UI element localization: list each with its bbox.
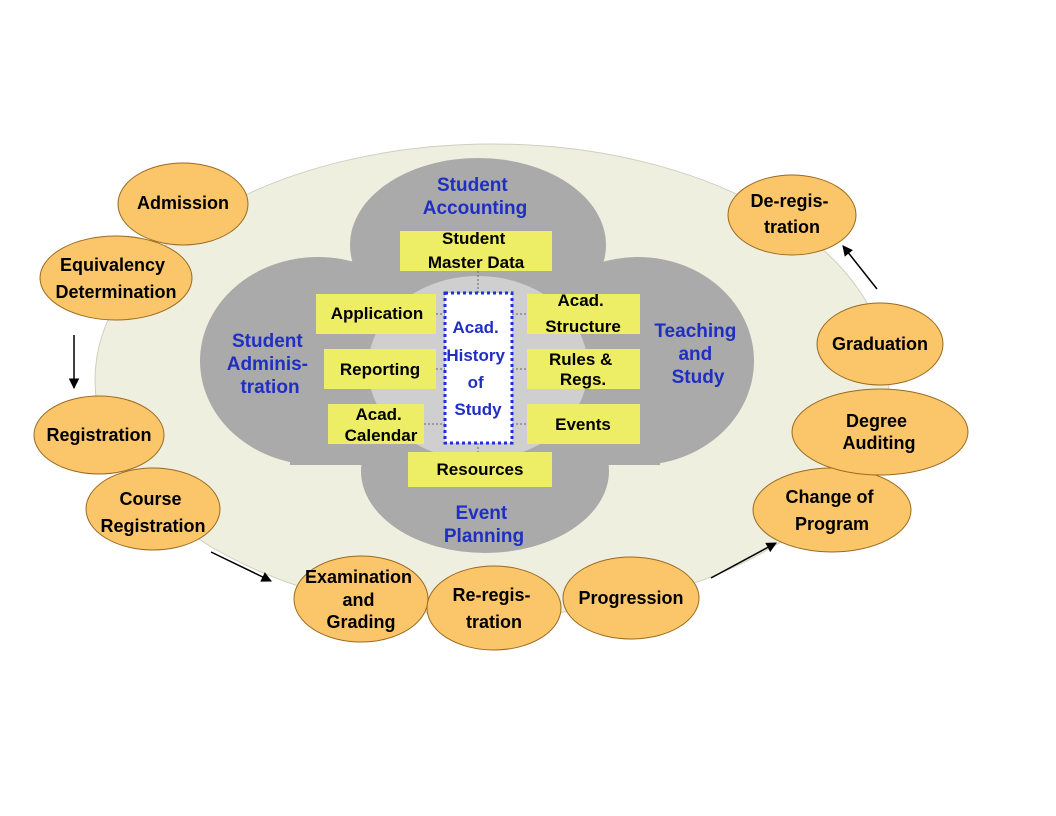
svg-text:Graduation: Graduation bbox=[832, 334, 928, 354]
object-connectors bbox=[424, 271, 527, 452]
svg-text:Examination and Gr: Examination and Grading bbox=[305, 567, 417, 632]
svg-text:Acad. History of: Acad. History of Study bbox=[446, 318, 509, 419]
object-rules-regs: Rules & Regs. bbox=[527, 349, 640, 389]
object-acad-calendar: Acad. Calendar bbox=[328, 404, 424, 445]
area-teaching-and-study: Teaching and Study bbox=[654, 321, 741, 388]
object-reporting: Reporting bbox=[324, 349, 436, 389]
process-admission: Admission bbox=[117, 162, 249, 246]
arrow-graduation-to-de-registration bbox=[842, 245, 878, 290]
object-events: Events bbox=[527, 404, 640, 444]
area-student-accounting: Student Accounting bbox=[423, 175, 528, 219]
svg-text:Rules & Regs.: Rules & Regs. bbox=[549, 350, 617, 389]
svg-text:Application: Application bbox=[331, 304, 424, 323]
svg-text:Degree Auditing: Degree Auditing bbox=[843, 411, 916, 453]
svg-text:Student Master Data: Student Master Data bbox=[428, 229, 525, 272]
object-student-master-data: Student Master Data bbox=[400, 229, 552, 272]
process-degree-auditing: Degree Auditing bbox=[791, 388, 969, 476]
svg-text:Progression: Progression bbox=[578, 588, 683, 608]
arrow-course-registration-to-examination bbox=[210, 551, 272, 582]
svg-text:Resources: Resources bbox=[437, 460, 524, 479]
svg-text:Acad. Calendar: Acad. Calendar bbox=[345, 405, 418, 445]
process-graduation: Graduation bbox=[816, 302, 944, 386]
svg-text:Change of Program: Change of Program bbox=[785, 487, 878, 534]
flow-arrows bbox=[68, 245, 878, 582]
svg-text:Events: Events bbox=[555, 415, 611, 434]
process-re-registration: Re-regis- tration bbox=[426, 565, 562, 651]
object-application: Application bbox=[316, 294, 436, 334]
arrow-progression-to-change-of-program bbox=[710, 542, 777, 579]
svg-text:Registration: Registration bbox=[46, 425, 151, 445]
core-acad-history: Acad. History of Study bbox=[443, 291, 514, 445]
svg-text:Acad. Structure: Acad. Structure bbox=[545, 291, 621, 336]
svg-text:Course Registration: Course Registration bbox=[100, 489, 205, 536]
area-student-administration: Student Adminis- tration bbox=[227, 331, 314, 398]
object-resources: Resources bbox=[408, 452, 552, 487]
process-de-registration: De-regis- tration bbox=[727, 174, 857, 256]
svg-text:Reporting: Reporting bbox=[340, 360, 420, 379]
process-equivalency-determination: Equivalency Determination bbox=[39, 235, 193, 321]
object-acad-structure: Acad. Structure bbox=[527, 291, 640, 336]
svg-text:Admission: Admission bbox=[137, 193, 229, 213]
svg-text:Re-regis- tration: Re-regis- tration bbox=[452, 585, 535, 632]
process-examination-grading: Examination and Grading bbox=[293, 555, 429, 643]
svg-text:De-regis- tration: De-regis- tration bbox=[750, 191, 833, 237]
process-change-of-program: Change of Program bbox=[752, 467, 912, 553]
process-progression: Progression bbox=[562, 556, 700, 640]
process-course-registration: Course Registration bbox=[85, 467, 221, 551]
svg-text:Equivalency Determinatio: Equivalency Determination bbox=[55, 255, 176, 302]
process-registration: Registration bbox=[33, 395, 165, 475]
area-event-planning: Event Planning bbox=[444, 503, 524, 547]
